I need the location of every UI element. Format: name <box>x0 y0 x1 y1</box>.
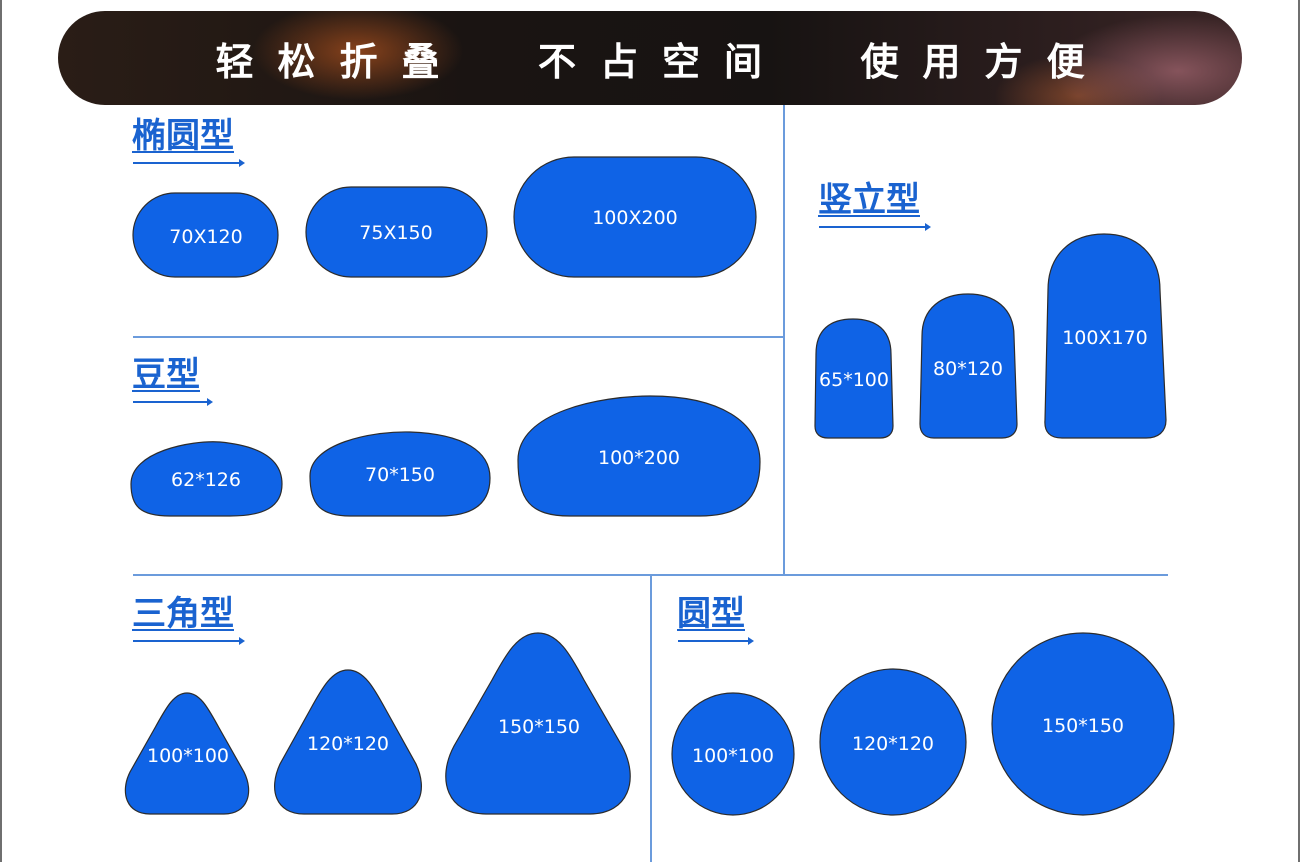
section-title-round: 圆型 <box>677 594 745 634</box>
triangle-label-1: 100*100 <box>147 745 229 767</box>
bean-label-3: 100*200 <box>598 447 680 469</box>
oval-label-2: 75X150 <box>359 222 432 244</box>
title-underline-bean <box>133 398 213 406</box>
header-banner: 轻松折叠 不占空间 使用方便 <box>58 11 1242 105</box>
upright-shape-2 <box>919 293 1018 439</box>
divider-vertical-bottom <box>650 575 652 862</box>
bean-shape-3 <box>517 395 761 517</box>
round-shape-3 <box>991 632 1175 816</box>
oval-shape-2 <box>305 186 488 278</box>
round-shape-2 <box>819 668 967 816</box>
title-underline-triangle <box>133 637 245 645</box>
oval-shape-3 <box>513 156 757 278</box>
upright-shape-1 <box>814 318 894 439</box>
title-underline-round <box>678 637 754 645</box>
divider-vertical-right <box>783 105 785 575</box>
triangle-shape-2 <box>274 669 422 815</box>
triangle-label-3: 150*150 <box>498 716 580 738</box>
round-shape-1 <box>671 692 795 816</box>
oval-label-3: 100X200 <box>592 207 678 229</box>
upright-label-1: 65*100 <box>819 369 889 391</box>
section-title-upright: 竖立型 <box>818 180 920 220</box>
oval-label-1: 70X120 <box>169 226 242 248</box>
divider-oval-bean <box>133 336 783 338</box>
round-label-2: 120*120 <box>852 733 934 755</box>
title-underline-oval <box>133 159 245 167</box>
triangle-shape-1 <box>124 692 250 815</box>
oval-shape-1 <box>132 192 279 278</box>
triangle-label-2: 120*120 <box>307 733 389 755</box>
upright-shape-3 <box>1044 233 1167 439</box>
round-label-1: 100*100 <box>692 745 774 767</box>
triangle-shape-3 <box>445 632 631 815</box>
section-title-oval: 椭圆型 <box>132 116 234 156</box>
upright-label-2: 80*120 <box>933 358 1003 380</box>
bean-shape-1 <box>130 441 283 517</box>
banner-text: 轻松折叠 不占空间 使用方便 <box>215 39 1109 84</box>
bean-label-1: 62*126 <box>171 469 241 491</box>
round-label-3: 150*150 <box>1042 715 1124 737</box>
upright-label-3: 100X170 <box>1062 327 1148 349</box>
bean-shape-2 <box>309 431 491 517</box>
title-underline-upright <box>819 223 931 231</box>
section-title-bean: 豆型 <box>132 355 200 395</box>
bean-label-2: 70*150 <box>365 464 435 486</box>
section-title-triangle: 三角型 <box>132 594 234 634</box>
